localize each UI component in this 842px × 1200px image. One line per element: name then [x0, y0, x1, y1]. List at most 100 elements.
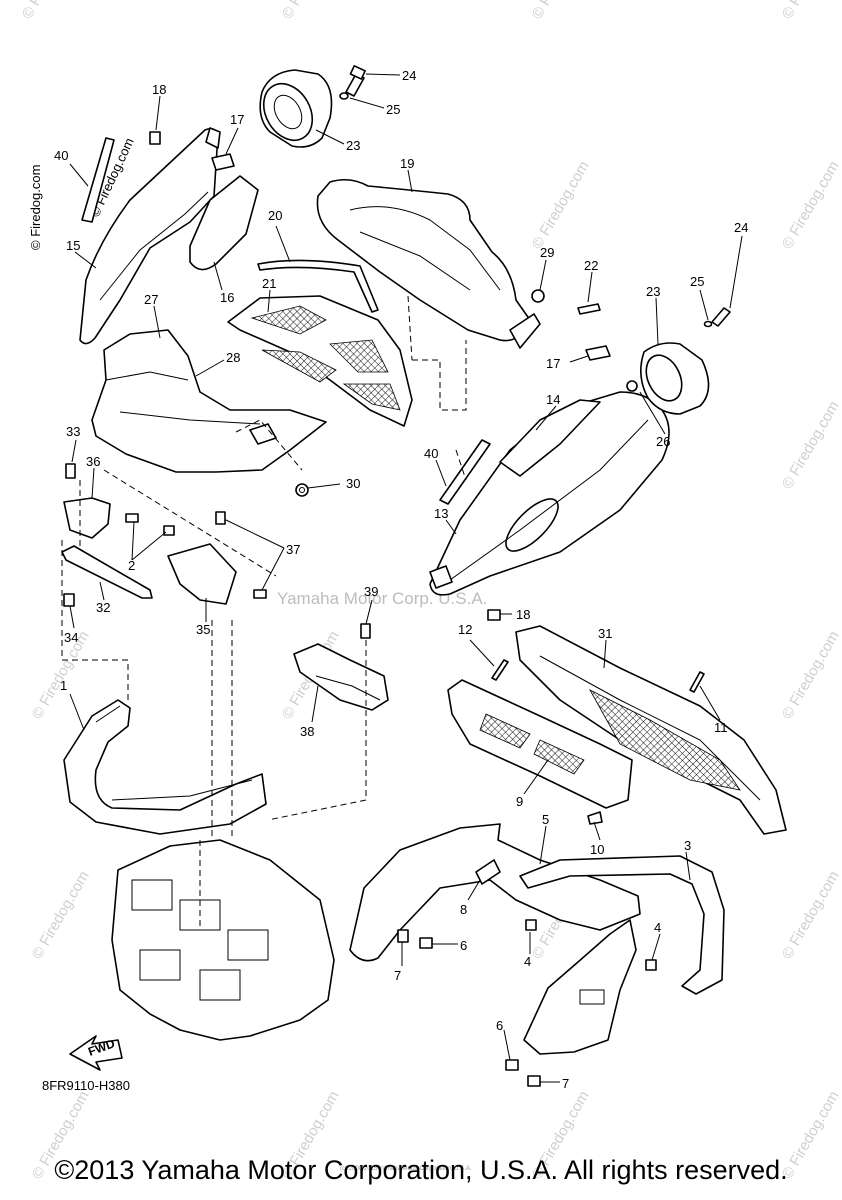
part-23-upper-cap [259, 69, 333, 148]
part-40-tape-left [81, 137, 115, 223]
callout-20: 20 [268, 208, 282, 223]
svg-text:Yamaha Motor Corp. U.S.A.: Yamaha Motor Corp. U.S.A. [277, 589, 487, 608]
part-18-screw-right [487, 609, 501, 621]
part-19-muffler-protector [316, 178, 541, 349]
part-7-nuts [397, 929, 541, 1087]
callout-24-top: 24 [402, 68, 416, 83]
callout-14: 14 [546, 392, 560, 407]
part-32-stay [61, 545, 153, 599]
svg-text:© Firedog.com: © Firedog.com [779, 0, 842, 22]
part-30-nut [295, 483, 309, 497]
part-9-grille-lower [447, 679, 633, 809]
part-2-bolts [125, 513, 175, 536]
svg-text:© Firedog.com: © Firedog.com [29, 628, 93, 722]
callout-36: 36 [86, 454, 100, 469]
part-15-side-cover-left [79, 127, 221, 345]
callout-15: 15 [66, 238, 80, 253]
callout-5: 5 [542, 812, 549, 827]
callout-8: 8 [460, 902, 467, 917]
part-5-stay [349, 823, 641, 962]
callout-7-left: 7 [394, 968, 401, 983]
part-22-rivet [577, 303, 601, 315]
callout-30: 30 [346, 476, 360, 491]
callout-31: 31 [598, 626, 612, 641]
frame-reference [111, 839, 335, 1041]
part-40-tape-right [439, 439, 491, 505]
part-18-screw-top [149, 131, 161, 145]
callout-23-top: 23 [346, 138, 360, 153]
callout-27: 27 [144, 292, 158, 307]
callout-29: 29 [540, 245, 554, 260]
part-12-rivet [491, 659, 509, 681]
leader-lines [69, 73, 743, 1083]
callout-17-top: 17 [230, 112, 244, 127]
part-38-cover [293, 643, 389, 711]
callout-40-left: 40 [54, 148, 68, 163]
part-21-mesh-shield [227, 295, 413, 427]
callout-13: 13 [434, 506, 448, 521]
callout-37: 37 [286, 542, 300, 557]
svg-text:© Firedog.com: © Firedog.com [529, 158, 593, 252]
callout-40-right: 40 [424, 446, 438, 461]
svg-text:© Firedog.com: © Firedog.com [28, 165, 43, 250]
part-37-bolts [215, 511, 267, 599]
part-right-cover [523, 919, 637, 1055]
callout-18-top: 18 [152, 82, 166, 97]
part-4-bolts [525, 919, 657, 971]
svg-text:© Firedog.com: © Firedog.com [779, 628, 842, 722]
part-39-screw [360, 623, 371, 639]
callout-23-right: 23 [646, 284, 660, 299]
part-24-bolt-right [703, 307, 731, 328]
callout-24-right: 24 [734, 220, 748, 235]
callout-labels: 24 25 23 18 17 40 15 16 19 20 21 29 22 1… [54, 68, 748, 1091]
part-10-clip [587, 811, 603, 825]
callout-6-left: 6 [460, 938, 467, 953]
svg-text:© Firedog.com: © Firedog.com [279, 0, 343, 22]
part-11-rivet [689, 671, 705, 693]
callout-2: 2 [128, 558, 135, 573]
callout-25-top: 25 [386, 102, 400, 117]
callout-3: 3 [684, 838, 691, 853]
part-17-damper-top [211, 153, 235, 171]
callout-32: 32 [96, 600, 110, 615]
part-17-damper-right [585, 345, 611, 361]
callout-9: 9 [516, 794, 523, 809]
callout-39: 39 [364, 584, 378, 599]
callout-6-right: 6 [496, 1018, 503, 1033]
part-36-bracket [63, 497, 111, 539]
callout-35: 35 [196, 622, 210, 637]
callout-7-right: 7 [562, 1076, 569, 1091]
catalog-code: 8FR9110-H380 [42, 1078, 130, 1093]
part-1-lower-cowl [63, 699, 267, 835]
part-24-bolt-top [339, 65, 366, 100]
part-27-lower-guard [91, 329, 327, 473]
part-13-side-cover-right [429, 391, 670, 596]
callout-10: 10 [590, 842, 604, 857]
callout-4-left: 4 [524, 954, 531, 969]
part-29-bolt [531, 289, 545, 303]
part-3-guard-pipe [519, 855, 725, 995]
fwd-arrow-icon: FWD [69, 1035, 123, 1071]
callout-21: 21 [262, 276, 276, 291]
part-34-collar [63, 593, 75, 607]
fine-print: (c) 2000-2015 Yamaha Motor Corporation, … [340, 1166, 472, 1172]
part-31-grille [515, 625, 787, 835]
reference-dashed-lines [61, 295, 467, 930]
svg-text:© Firedog.com: © Firedog.com [29, 868, 93, 962]
callout-1: 1 [60, 678, 67, 693]
part-26-nut [626, 380, 638, 392]
callout-26: 26 [656, 434, 670, 449]
svg-text:© Firedog.com: © Firedog.com [779, 158, 842, 252]
callout-4-right: 4 [654, 920, 661, 935]
callout-28: 28 [226, 350, 240, 365]
callout-17-right: 17 [546, 356, 560, 371]
part-35-plate [167, 543, 237, 605]
callout-22: 22 [584, 258, 598, 273]
svg-text:© Firedog.com: © Firedog.com [529, 0, 593, 22]
copyright-footer: ©2013 Yamaha Motor Corporation, U.S.A. A… [54, 1155, 788, 1185]
svg-text:© Firedog.com: © Firedog.com [779, 398, 842, 492]
callout-18-right: 18 [516, 607, 530, 622]
callout-11: 11 [714, 720, 728, 735]
part-23-lower-cap [640, 342, 710, 415]
